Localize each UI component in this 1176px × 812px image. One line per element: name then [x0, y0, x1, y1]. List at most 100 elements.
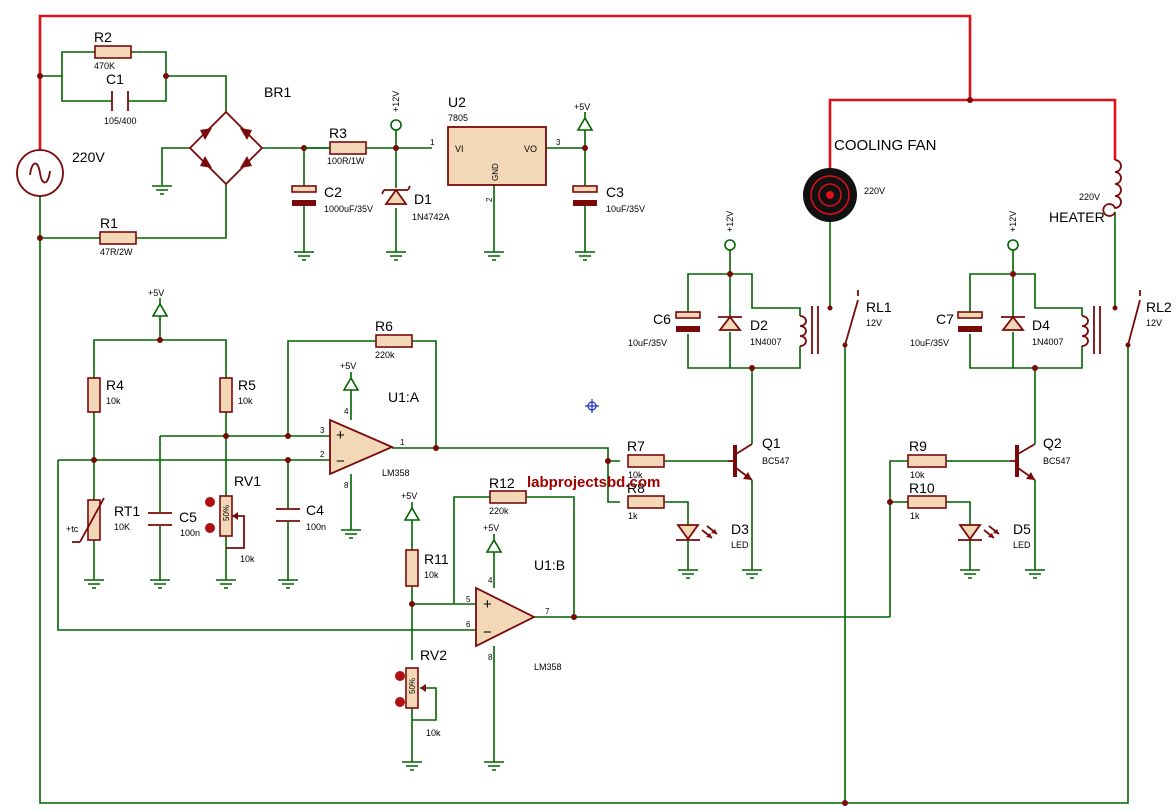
capacitor-c7: C7 10uF/35V: [910, 305, 983, 348]
component-value: 220k: [375, 350, 395, 360]
component-value: 1N4007: [750, 337, 782, 347]
component-ref: R4: [106, 377, 124, 393]
bridge-ref: BR1: [264, 84, 291, 100]
component-value: 7805: [448, 113, 468, 123]
component-ref: R1: [100, 215, 118, 231]
voltage-regulator-u2: VI VO GND 1 3 2 U2 7805: [430, 94, 561, 202]
component-value: 100n: [306, 522, 326, 532]
resistor-r10: R10 1k: [907, 480, 952, 521]
component-ref: Q2: [1043, 435, 1062, 451]
pin-number: 1: [400, 438, 405, 447]
opamp-minus: −: [336, 453, 345, 470]
rail-label: +12V: [391, 91, 401, 112]
capacitor-c4: C4 100n: [276, 502, 326, 532]
plus5v-terminal: [151, 298, 169, 317]
component-value: 10uF/35V: [910, 338, 949, 348]
component-ref: U2: [448, 94, 466, 110]
opamp-plus: +: [483, 596, 492, 613]
pin-number: 8: [344, 481, 349, 490]
heater: 220V HEATER: [1049, 159, 1122, 225]
resistor-r1: R1 47R/2W: [99, 215, 137, 257]
rail-label: +12V: [1008, 211, 1018, 232]
component-value: 470K: [94, 61, 115, 71]
component-ref: R7: [627, 438, 645, 454]
pin-number: 1: [430, 138, 435, 147]
capacitor-c3: C3 10uF/35V: [572, 184, 645, 214]
component-ref: R2: [94, 29, 112, 45]
component-value: 10k: [628, 470, 643, 480]
plus5v-terminal: [403, 502, 421, 521]
component-ref: D4: [1032, 317, 1050, 333]
component-value: 10k: [238, 396, 253, 406]
resistor-r6: R6 220k: [375, 318, 413, 360]
resistor-r12: R12 220k: [489, 475, 527, 516]
capacitor-c1: C1 105/400: [104, 71, 137, 126]
pin-number: 4: [488, 576, 493, 585]
junction-dots: [37, 73, 1038, 806]
component-value: 10k: [426, 728, 441, 738]
resistor-r9: R9 10k: [907, 438, 952, 480]
component-ref: R12: [489, 475, 515, 491]
diode-d2: D2 1N4007: [718, 315, 782, 347]
heater-label: HEATER: [1049, 209, 1105, 225]
component-value: 100R/1W: [327, 156, 365, 166]
opamp-plus: +: [336, 427, 345, 444]
pot-percent: 50%: [222, 505, 231, 521]
component-ref: R8: [627, 480, 645, 496]
rail-label: +5V: [574, 102, 590, 112]
component-value: 10uF/35V: [606, 204, 645, 214]
fan-value: 220V: [864, 186, 885, 196]
transistor-q2: Q2 BC547: [1010, 435, 1071, 481]
power-terminals: +12V +5V +5V +5V +5V +5V +12V +12V: [148, 91, 1019, 553]
plus12v-terminal: [1007, 239, 1019, 251]
resistor-r5: R5 10k: [219, 377, 256, 413]
opamp-u1b: + − 5 6 7 4 8 U1:B LM358: [466, 557, 565, 672]
rail-label: +5V: [148, 288, 164, 298]
component-ref: D5: [1013, 521, 1031, 537]
component-value: 1000uF/35V: [324, 204, 373, 214]
pin-number: 2: [320, 450, 325, 459]
rail-label: +12V: [725, 211, 735, 232]
component-value: 1k: [628, 511, 638, 521]
pin-number: 3: [320, 426, 325, 435]
component-value: LED: [1013, 540, 1031, 550]
source-label: 220V: [72, 149, 105, 165]
component-value: BC547: [1043, 456, 1071, 466]
component-ref: U1:B: [534, 557, 565, 573]
component-value: 1N4007: [1032, 337, 1064, 347]
component-ref: C1: [106, 71, 124, 87]
probe-marker: [585, 399, 599, 413]
component-ref: C7: [936, 311, 954, 327]
component-ref: RT1: [114, 503, 140, 519]
component-ref: Q1: [762, 435, 781, 451]
ac-source: 220V: [16, 149, 105, 197]
regulator-vo: VO: [524, 144, 537, 154]
component-ref: D3: [731, 521, 749, 537]
component-value: 100n: [180, 528, 200, 538]
component-ref: RL2: [1146, 299, 1172, 315]
regulator-gnd: GND: [491, 163, 500, 181]
component-value: 12V: [1146, 318, 1162, 328]
resistor-r7: R7 10k: [627, 438, 665, 480]
relay-rl1: RL1 12V: [799, 290, 892, 354]
component-value: 1k: [910, 511, 920, 521]
component-ref: C2: [324, 184, 342, 200]
component-ref: RL1: [866, 299, 892, 315]
plus12v-terminal: [724, 239, 736, 251]
regulator-vi: VI: [455, 144, 464, 154]
component-value: 47R/2W: [100, 247, 133, 257]
component-ref: R5: [238, 377, 256, 393]
ground-symbols: [84, 185, 1045, 771]
component-value: 10uF/35V: [628, 338, 667, 348]
capacitor-c6: C6 10uF/35V: [628, 305, 701, 348]
led-d5: D5 LED: [958, 521, 1031, 550]
component-value: 220k: [489, 506, 509, 516]
component-ref: C3: [606, 184, 624, 200]
potentiometer-rv2: 50% RV2 10k: [395, 647, 447, 738]
potentiometer-rv1: 50% RV1 10k: [205, 473, 261, 564]
opamp-u1a: + − 3 2 1 4 8 U1:A LM358: [320, 389, 420, 490]
component-ref: R6: [375, 318, 393, 334]
component-ref: RV1: [234, 473, 261, 489]
thermistor-rt1: +tc RT1 10K: [66, 497, 140, 543]
